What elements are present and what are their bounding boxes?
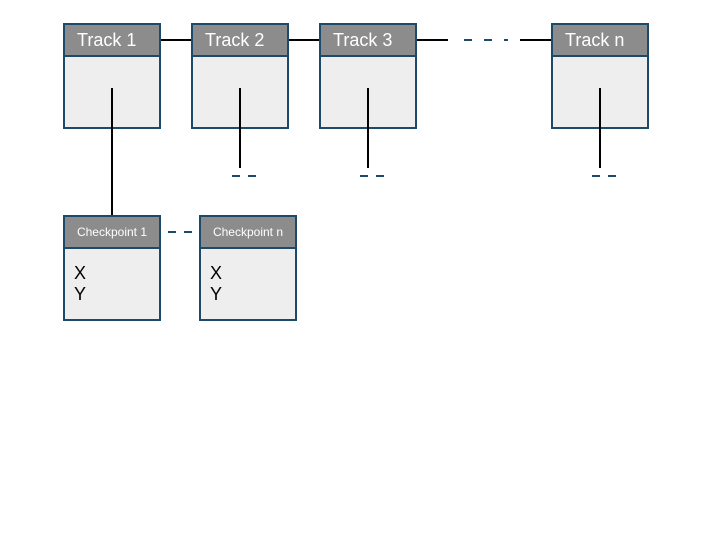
checkpoint-field-y: Y xyxy=(74,284,87,304)
track-box: Track n xyxy=(551,23,649,129)
connector-trackn-down xyxy=(599,88,601,168)
track-title: Track 2 xyxy=(193,25,287,57)
checkpoint-field-x: X xyxy=(74,263,87,283)
connector-ellipsis-trackn xyxy=(520,39,552,41)
connector-track3-down xyxy=(367,88,369,168)
connector-track1-track2 xyxy=(160,39,192,41)
checkpoint-title: Checkpoint 1 xyxy=(65,217,159,249)
track-title: Track n xyxy=(553,25,647,57)
checkpoint-box: Checkpoint 1 X Y xyxy=(63,215,161,321)
ellipsis-connector xyxy=(464,39,508,41)
ellipsis-connector xyxy=(232,175,256,177)
ellipsis-connector xyxy=(168,231,192,233)
checkpoint-field-y: Y xyxy=(210,284,223,304)
connector-track2-down xyxy=(239,88,241,168)
track-title: Track 3 xyxy=(321,25,415,57)
connector-track3-ellipsis xyxy=(416,39,448,41)
checkpoint-field-x: X xyxy=(210,263,223,283)
track-box: Track 3 xyxy=(319,23,417,129)
checkpoint-fields: X Y xyxy=(74,263,86,305)
connector-track1-checkpoint1 xyxy=(111,88,113,216)
checkpoint-title: Checkpoint n xyxy=(201,217,295,249)
ellipsis-connector xyxy=(592,175,616,177)
checkpoint-fields: X Y xyxy=(210,263,222,305)
checkpoint-box: Checkpoint n X Y xyxy=(199,215,297,321)
connector-track2-track3 xyxy=(288,39,320,41)
track-title: Track 1 xyxy=(65,25,159,57)
ellipsis-connector xyxy=(360,175,384,177)
